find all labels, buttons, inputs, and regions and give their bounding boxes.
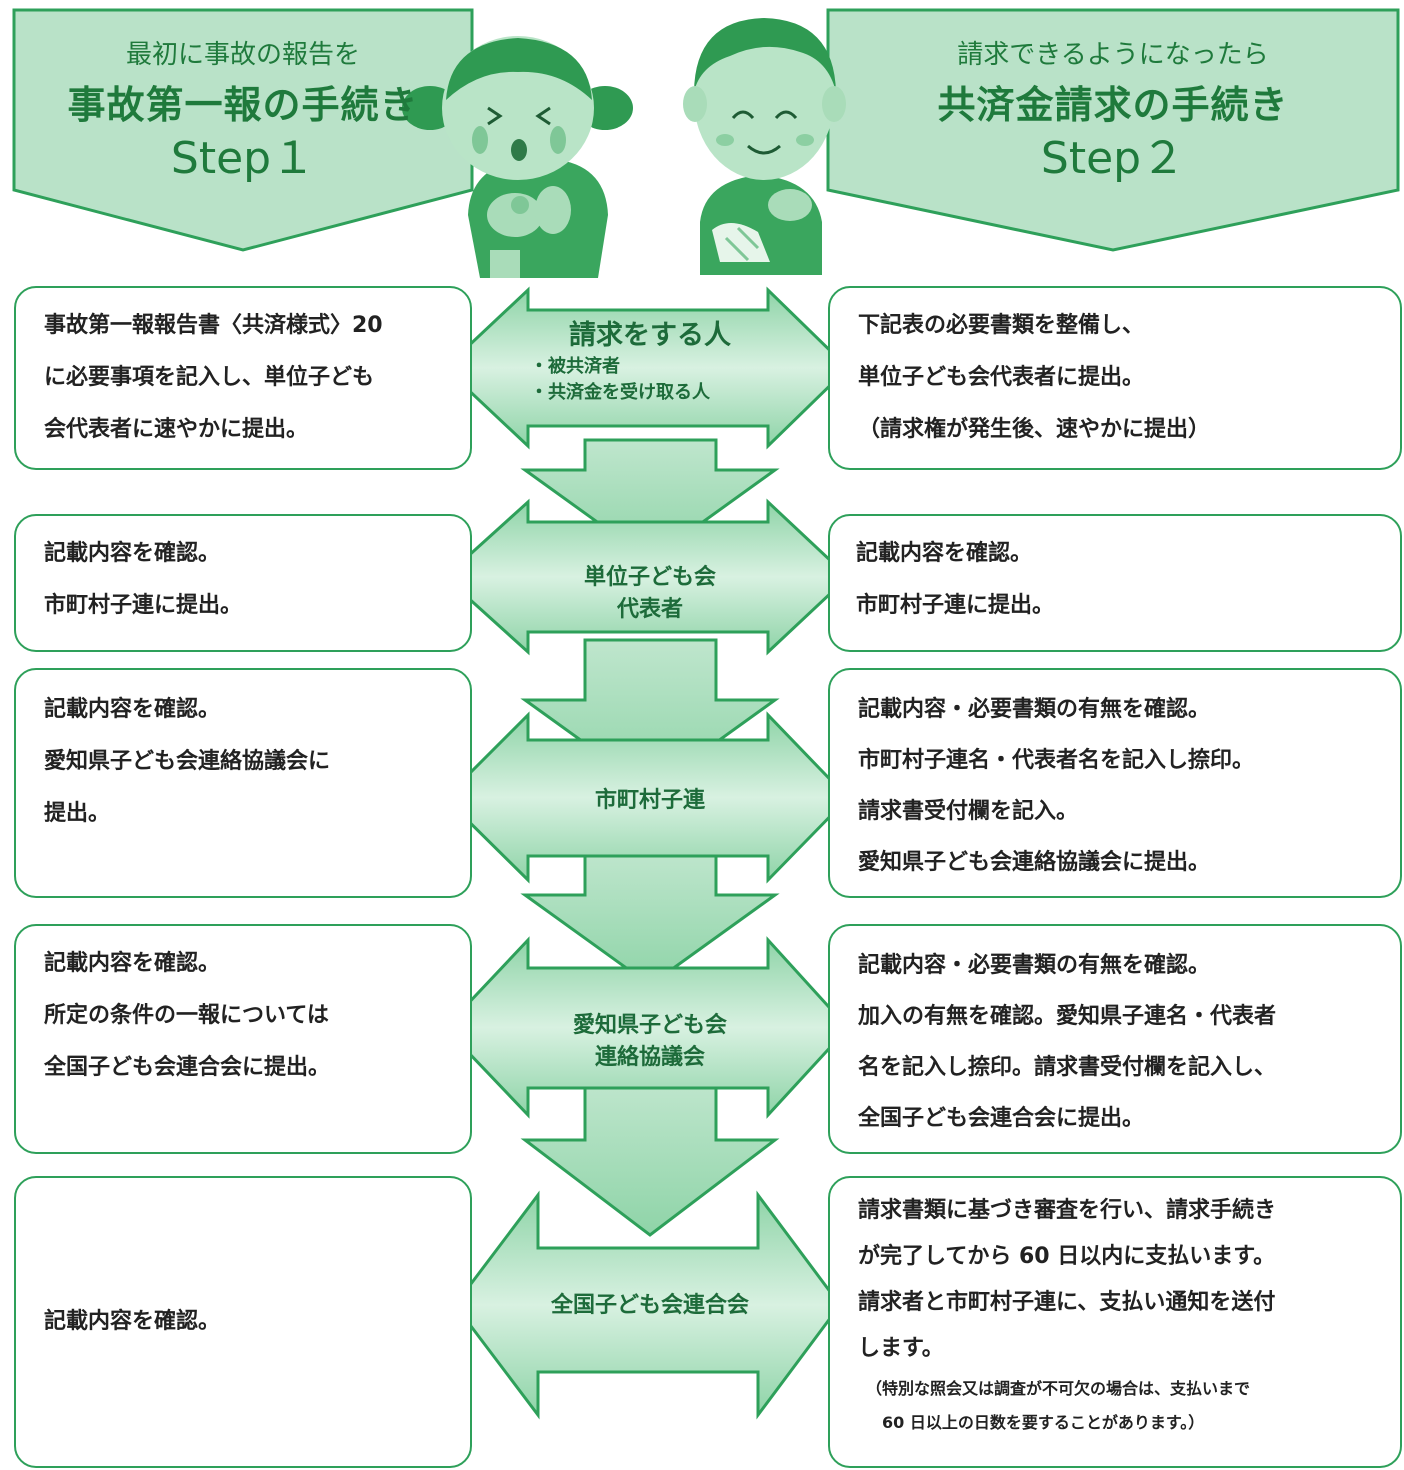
left-box-3-text: 記載内容を確認。 愛知県子ども会連絡協議会に 提出。 <box>44 684 330 840</box>
step1-header-shape <box>12 8 474 252</box>
left-box-4-line-1: 記載内容を確認。 <box>44 951 221 976</box>
left-box-4 <box>14 924 472 1154</box>
node-1-label: 請求をする人 ・被共済者 ・共済金を受け取る人 <box>520 318 780 406</box>
right-box-3-line-1: 記載内容・必要書類の有無を確認。 <box>858 697 1211 722</box>
right-box-1-line-3: （請求権が発生後、速やかに提出） <box>858 417 1211 442</box>
left-box-1-line-3: 会代表者に速やかに提出。 <box>44 417 309 442</box>
right-box-3-text: 記載内容・必要書類の有無を確認。 市町村子連名・代表者名を記入し捺印。 請求書受… <box>858 684 1254 888</box>
node-5-line-1: 全国子ども会連合会 <box>550 1293 749 1318</box>
left-box-5-line-1: 記載内容を確認。 <box>44 1309 221 1334</box>
right-box-5 <box>828 1176 1402 1468</box>
right-box-4-line-4: 全国子ども会連合会に提出。 <box>858 1106 1145 1131</box>
step2-title: 共済金請求の手続き <box>937 83 1289 127</box>
step2-header-shape <box>826 8 1400 252</box>
right-box-1 <box>828 286 1402 470</box>
right-box-1-line-2: 単位子ども会代表者に提出。 <box>858 365 1145 390</box>
right-box-5-note-line-2: 60 日以上の日数を要することがあります。） <box>866 1413 1205 1432</box>
left-box-2-line-2: 市町村子連に提出。 <box>44 593 243 618</box>
node-4-line-2: 連絡協議会 <box>594 1045 705 1070</box>
down-arrow-1 <box>520 438 780 562</box>
left-box-4-line-2: 所定の条件の一報については <box>44 1003 329 1028</box>
down-arrows <box>520 438 780 1237</box>
down-arrow-3 <box>520 848 780 987</box>
left-box-3 <box>14 668 472 898</box>
right-box-4-line-3: 名を記入し捺印。請求書受付欄を記入し、 <box>858 1055 1277 1080</box>
left-box-1-line-1: 事故第一報報告書〈共済様式〉20 <box>44 313 383 338</box>
node-4-label: 愛知県子ども会 連絡協議会 <box>520 1010 780 1074</box>
left-box-2 <box>14 514 472 652</box>
node-2-label: 単位子ども会 代表者 <box>520 562 780 626</box>
node-3-line-1: 市町村子連 <box>594 788 705 813</box>
node-1-item-2: ・共済金を受け取る人 <box>530 382 710 403</box>
step2-header: 請求できるようになったら 共済金請求の手続き Step２ <box>828 38 1398 186</box>
node-1-item-1: ・被共済者 <box>530 356 620 377</box>
left-box-4-line-3: 全国子ども会連合会に提出。 <box>44 1055 331 1080</box>
node-4-line-1: 愛知県子ども会 <box>572 1013 727 1038</box>
right-box-4-line-1: 記載内容・必要書類の有無を確認。 <box>858 953 1211 978</box>
right-box-2 <box>828 514 1402 652</box>
right-box-3-line-3: 請求書受付欄を記入。 <box>858 799 1079 824</box>
right-box-5-line-4: します。 <box>858 1336 944 1361</box>
step1-title: 事故第一報の手続き <box>67 83 419 127</box>
right-box-2-line-2: 市町村子連に提出。 <box>856 593 1055 618</box>
right-box-5-line-1: 請求書類に基づき審査を行い、請求手続き <box>858 1198 1277 1223</box>
crying-child-illustration <box>402 36 633 278</box>
node-2-line-2: 代表者 <box>616 597 683 622</box>
left-box-3-line-1: 記載内容を確認。 <box>44 697 221 722</box>
right-box-4 <box>828 924 1402 1154</box>
left-box-5 <box>14 1176 472 1468</box>
step1-subtitle: 最初に事故の報告を <box>125 40 360 70</box>
right-box-5-note-line-1: （特別な照会又は調査が不可欠の場合は、支払いまで <box>866 1379 1251 1398</box>
right-box-1-text: 下記表の必要書類を整備し、 単位子ども会代表者に提出。 （請求権が発生後、速やか… <box>858 300 1210 456</box>
step1-header: 最初に事故の報告を 事故第一報の手続き Step１ <box>14 38 472 186</box>
right-box-5-note: （特別な照会又は調査が不可欠の場合は、支払いまで 60 日以上の日数を要すること… <box>866 1372 1250 1440</box>
right-box-5-text: 請求書類に基づき審査を行い、請求手続き が完了してから 60 日以内に支払います… <box>858 1188 1276 1372</box>
left-box-2-line-1: 記載内容を確認。 <box>44 541 221 566</box>
smiling-child-illustration <box>683 18 846 275</box>
right-box-1-line-1: 下記表の必要書類を整備し、 <box>858 313 1145 338</box>
left-box-4-text: 記載内容を確認。 所定の条件の一報については 全国子ども会連合会に提出。 <box>44 938 330 1094</box>
left-box-1-text: 事故第一報報告書〈共済様式〉20 に必要事項を記入し、単位子ども 会代表者に速や… <box>44 300 383 456</box>
right-box-2-text: 記載内容を確認。 市町村子連に提出。 <box>856 528 1054 632</box>
step2-label: Step２ <box>1040 133 1186 184</box>
left-box-3-line-2: 愛知県子ども会連絡協議会に <box>44 749 331 774</box>
node-5-label: 全国子ども会連合会 <box>520 1290 780 1322</box>
flow-nodes <box>442 286 851 1420</box>
node-1-title: 請求をする人 <box>569 320 731 351</box>
left-box-1-line-2: に必要事項を記入し、単位子ども <box>44 365 375 390</box>
left-box-3-line-3: 提出。 <box>44 801 111 826</box>
node-2-line-1: 単位子ども会 <box>583 565 716 590</box>
right-box-4-line-2: 加入の有無を確認。愛知県子連名・代表者 <box>858 1004 1277 1029</box>
down-arrow-4 <box>520 1078 780 1237</box>
right-box-2-line-1: 記載内容を確認。 <box>856 541 1033 566</box>
step2-subtitle: 請求できるようになったら <box>957 40 1269 70</box>
left-box-2-text: 記載内容を確認。 市町村子連に提出。 <box>44 528 242 632</box>
right-box-5-line-2: が完了してから 60 日以内に支払います。 <box>858 1244 1276 1269</box>
left-box-1 <box>14 286 472 470</box>
node-3-label: 市町村子連 <box>520 785 780 817</box>
right-box-5-line-3: 請求者と市町村子連に、支払い通知を送付 <box>858 1290 1276 1315</box>
right-box-3 <box>828 668 1402 898</box>
left-box-5-text: 記載内容を確認。 <box>44 1296 220 1348</box>
right-box-3-line-4: 愛知県子ども会連絡協議会に提出。 <box>858 850 1211 875</box>
step1-label: Step１ <box>170 133 316 184</box>
right-box-3-line-2: 市町村子連名・代表者名を記入し捺印。 <box>858 748 1255 773</box>
right-box-4-text: 記載内容・必要書類の有無を確認。 加入の有無を確認。愛知県子連名・代表者 名を記… <box>858 940 1276 1144</box>
